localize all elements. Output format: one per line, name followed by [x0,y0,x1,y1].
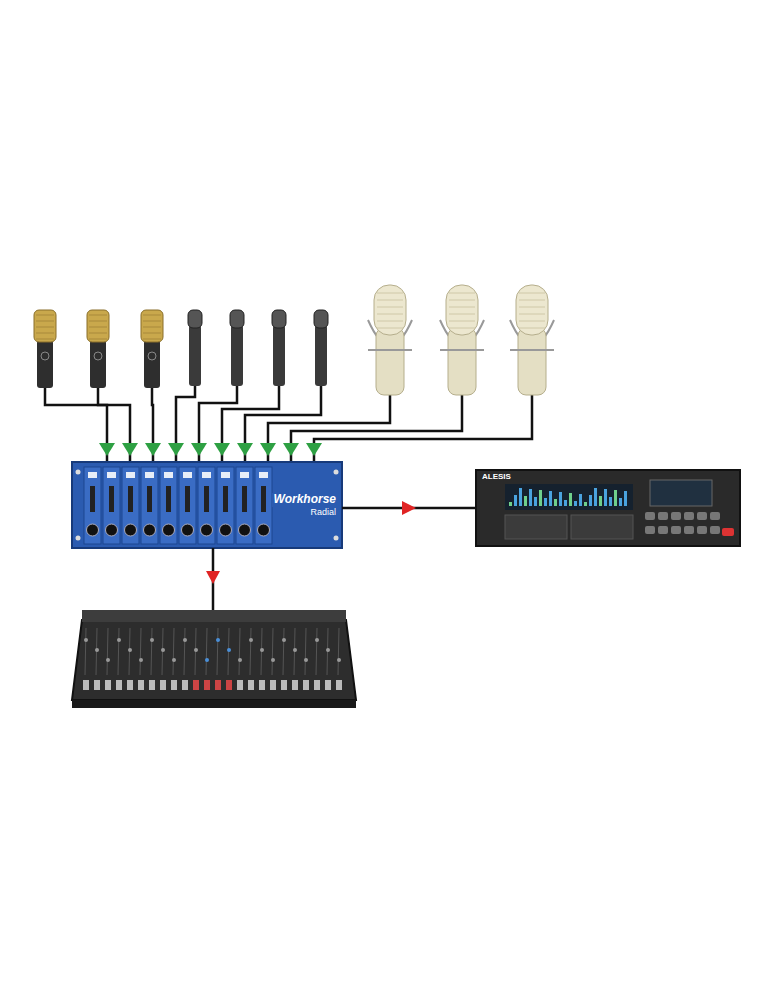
rack-unit [72,462,342,548]
input-arrow [306,443,322,456]
studio-mic [87,310,109,388]
input-arrow [99,443,115,456]
output-arrow [206,571,220,584]
dynamic-mic [272,310,286,386]
rack-box: WorkhorseRadial [72,462,342,548]
input-arrow [214,443,230,456]
condenser-mic [440,285,484,395]
input-arrow [168,443,184,456]
product-name: Workhorse [272,493,338,507]
microphones [34,285,554,395]
mic-cables [45,386,532,462]
input-arrow [122,443,138,456]
condenser-mic [368,285,412,395]
dynamic-mic [230,310,244,386]
mixing-console [72,610,356,708]
studio-mic [141,310,163,388]
mic-cable [268,395,390,462]
dynamic-mic [188,310,202,386]
mic-cable [98,386,130,462]
input-arrow [237,443,253,456]
brand-name: Radial [308,507,338,517]
condenser-mic [510,285,554,395]
studio-mic [34,310,56,388]
signal-cable [342,507,476,510]
input-arrow [283,443,299,456]
recorder-unit [476,470,740,546]
input-arrow [145,443,161,456]
mic-cable [314,395,532,462]
mic-cable [199,386,237,462]
dynamic-mic [314,310,328,386]
input-arrow [260,443,276,456]
recorder-box: ALESIS [476,470,740,546]
mic-cable [291,395,462,462]
brand-name: ALESIS [480,472,513,481]
input-arrow [191,443,207,456]
